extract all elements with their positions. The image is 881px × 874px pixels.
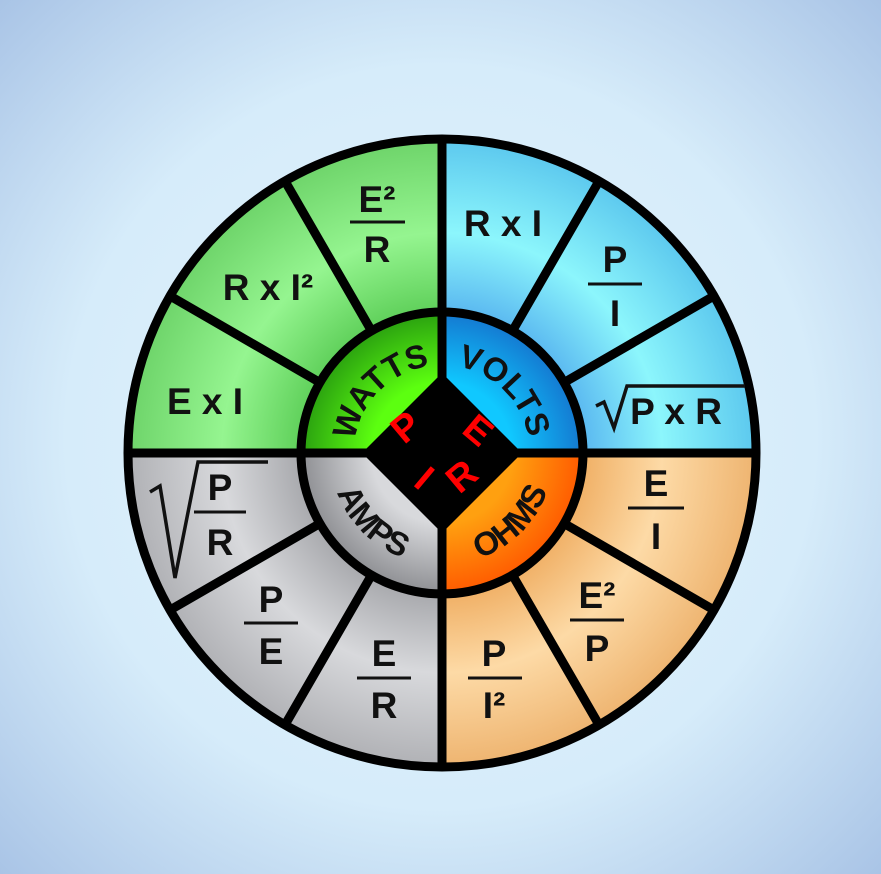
formula-volts-p-over-i: P I [588,239,642,334]
denominator: R [364,229,391,270]
formula-amps-e-over-r: E R [357,633,411,726]
wedge-divider [508,178,603,334]
formula-ohms-e2-over-p: E² P [570,575,624,669]
numerator: P [603,239,628,280]
wedge-divider [167,519,323,614]
wedge-divider [281,572,376,728]
numerator: E [644,463,669,504]
formula-ohms-e-over-i: E I [628,463,684,557]
wedge-divider [281,178,376,334]
wedge-divider [561,519,717,614]
formula-watts-e-x-i: E x I [167,381,243,422]
denominator: P [585,628,610,669]
denominator: I [610,293,620,334]
formula-volts-r-x-i: R x I [464,203,542,244]
numerator: P [482,633,507,674]
numerator: P [259,579,284,620]
wedge-divider [508,572,603,728]
center-diamond [362,373,522,533]
numerator: E² [359,179,396,220]
wedge-dividers [167,178,717,728]
numerator: E² [579,575,616,616]
formula-watts-r-x-i2: R x I² [223,267,313,308]
formula-amps-sqrt-p-over-r: P R [149,460,268,579]
formula-volts-sqrt-p-x-r: P x R [595,384,745,434]
denominator: E [259,631,284,672]
numerator: P [208,467,233,508]
denominator: R [207,522,234,563]
radical-sign-icon [149,460,268,579]
numerator: E [372,633,397,674]
radicand: P x R [630,391,722,432]
denominator: I [651,516,661,557]
denominator: R [371,685,398,726]
radical-sign-icon [595,384,745,434]
wedge-divider [167,292,323,387]
wedge-divider [561,292,717,387]
formula-watts-e2-over-r: E² R [350,179,405,270]
formula-amps-p-over-e: P E [244,579,298,672]
denominator: I² [483,685,506,726]
formula-ohms-p-over-i2: P I² [468,633,522,726]
